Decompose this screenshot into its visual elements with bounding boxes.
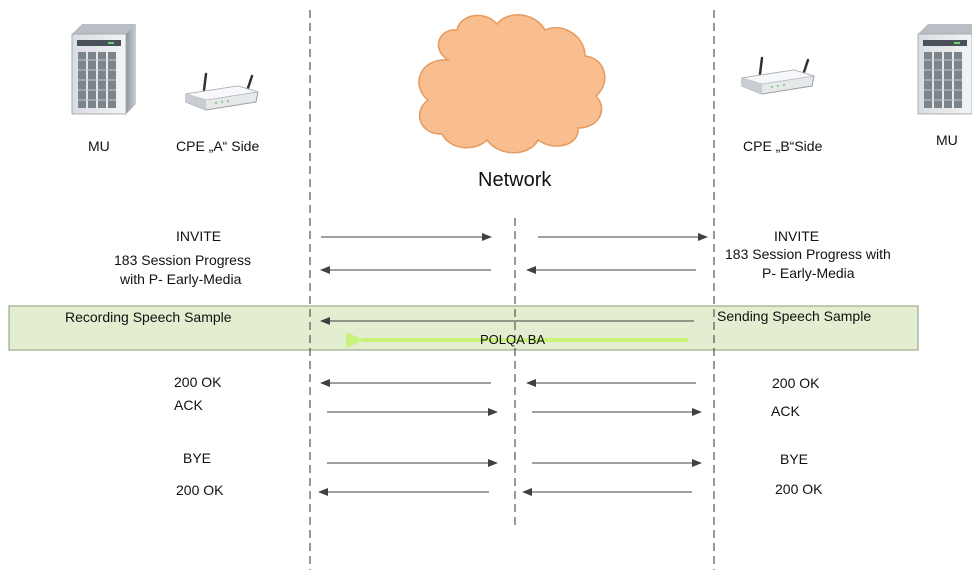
invite-left-label: INVITE	[176, 228, 222, 244]
wireless-router-icon	[741, 56, 815, 95]
ok-right-label-2: 200 OK	[775, 481, 823, 497]
mu-left-label: MU	[88, 138, 110, 154]
polqa-label: POLQA BA	[480, 332, 546, 347]
cpe-b-label: CPE „B“Side	[743, 138, 823, 154]
invite-right-label: INVITE	[774, 228, 820, 244]
session-progress-left-line1: 183 Session Progress	[114, 252, 251, 268]
wireless-router-icon	[185, 72, 259, 111]
bye-left-label: BYE	[183, 450, 212, 466]
session-progress-right-line1: 183 Session Progress with	[725, 246, 891, 262]
mu-right-label: MU	[936, 132, 958, 148]
network-label: Network	[478, 169, 552, 191]
session-progress-right-line2: P- Early-Media	[762, 265, 855, 281]
server-tower-icon	[71, 24, 136, 115]
network-cloud-icon	[418, 14, 606, 154]
bye-right-label: BYE	[780, 451, 809, 467]
ack-right-label: ACK	[771, 403, 800, 419]
cpe-a-label: CPE „A“ Side	[176, 138, 260, 154]
server-tower-icon	[917, 24, 972, 115]
ok-left-label-1: 200 OK	[174, 374, 222, 390]
recording-speech-label: Recording Speech Sample	[65, 309, 232, 325]
ok-right-label-1: 200 OK	[772, 375, 820, 391]
ok-left-label-2: 200 OK	[176, 482, 224, 498]
speech-sample-band	[8, 305, 919, 351]
sending-speech-label: Sending Speech Sample	[717, 308, 872, 324]
ack-left-label: ACK	[174, 397, 203, 413]
session-progress-left-line2: with P- Early-Media	[120, 271, 242, 287]
